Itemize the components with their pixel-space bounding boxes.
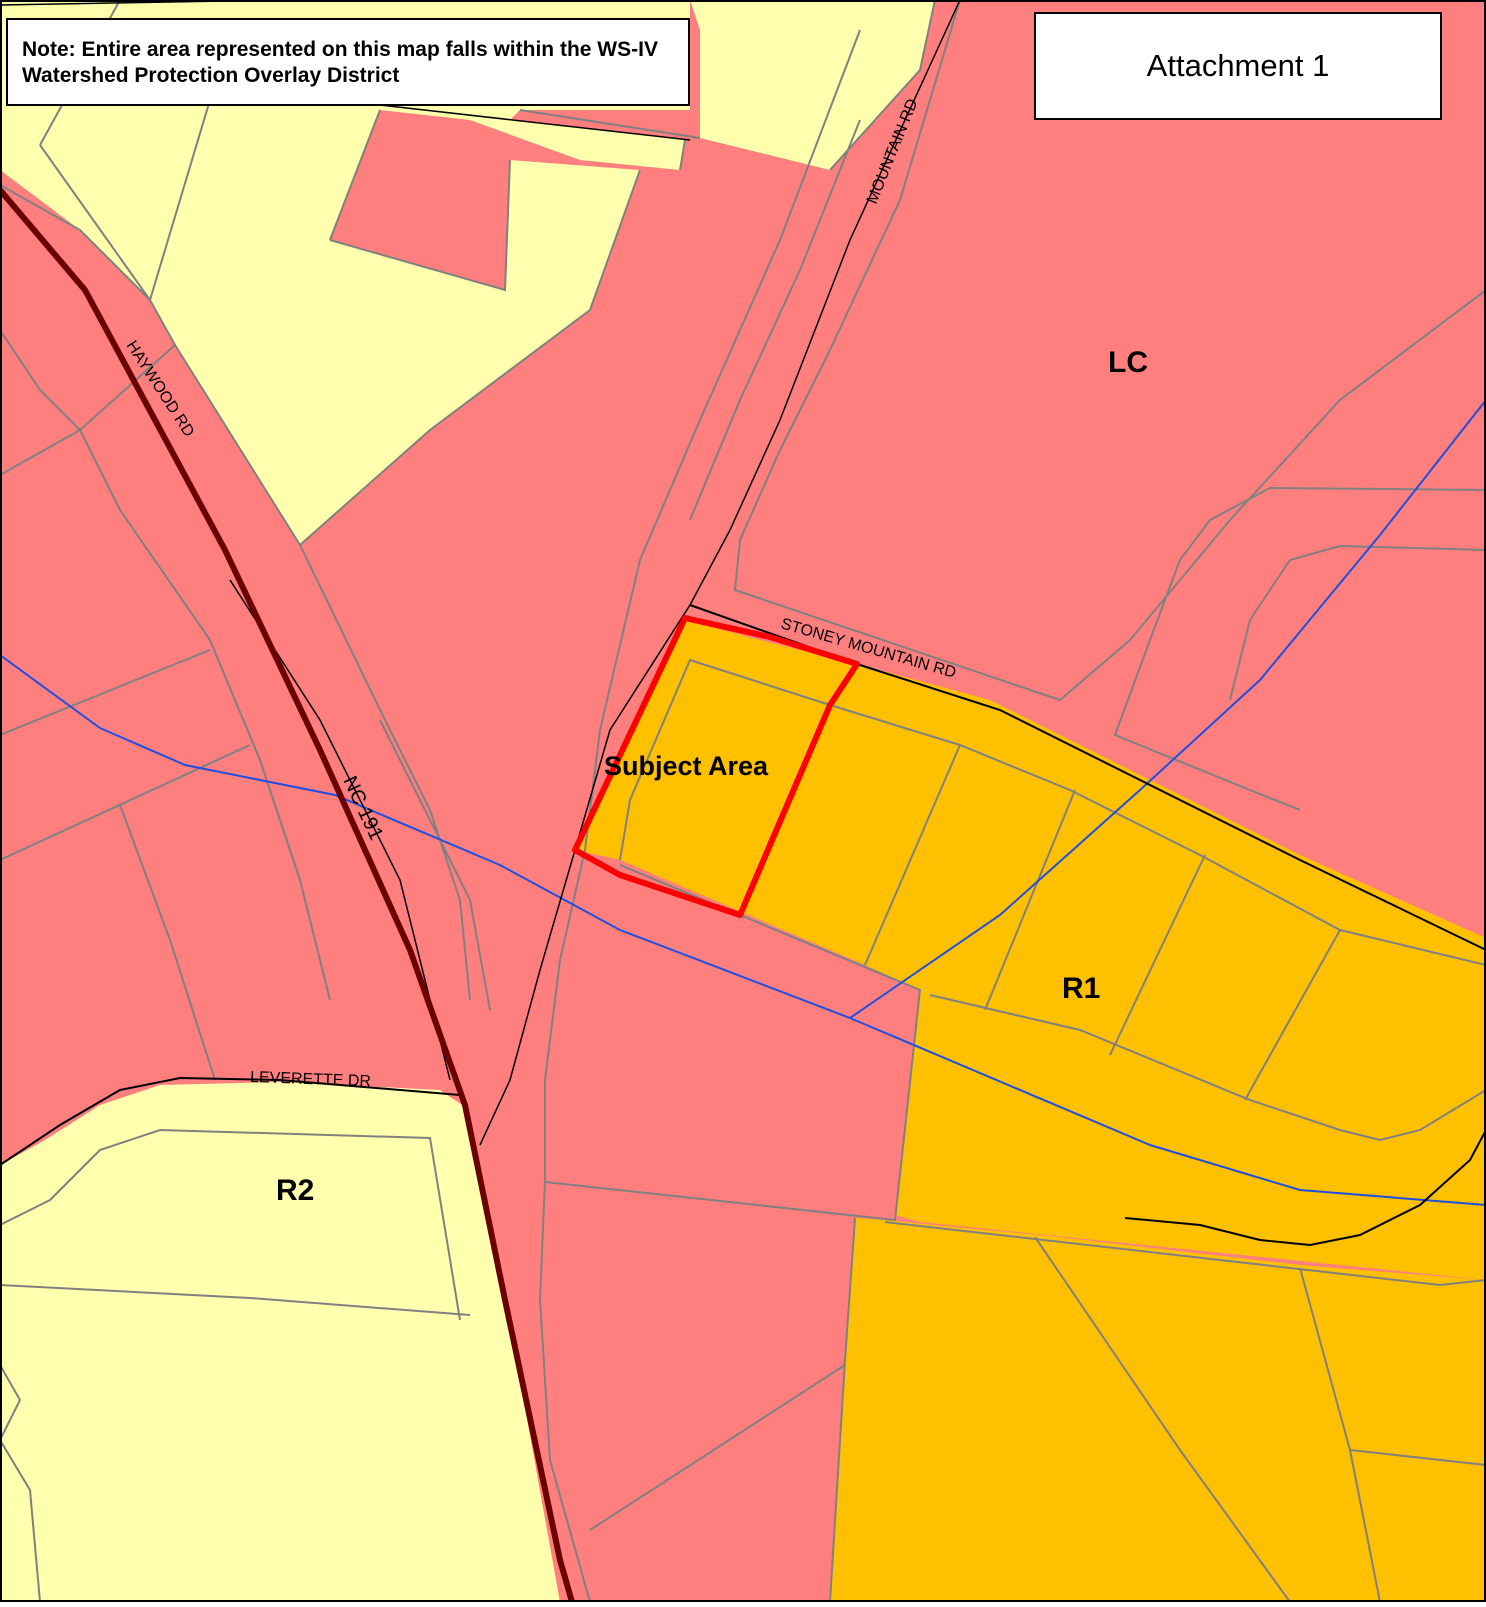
zone-label-lc: LC bbox=[1108, 346, 1148, 379]
zone-label-r2: R2 bbox=[276, 1174, 314, 1207]
zone-r2-bottom-area bbox=[0, 1082, 560, 1602]
zone-r1-south-area bbox=[845, 1218, 1486, 1602]
watershed-note: Note: Entire area represented on this ma… bbox=[6, 18, 690, 106]
road-label-leverette: LEVERETTE DR bbox=[250, 1069, 371, 1090]
nc191-highway bbox=[0, 188, 575, 1603]
zone-r2-top-area bbox=[0, 0, 935, 545]
zone-label-r1: R1 bbox=[1062, 972, 1100, 1005]
subject-area-label: Subject Area bbox=[604, 751, 769, 781]
subject-area-outline bbox=[572, 615, 860, 918]
attachment-label: Attachment 1 bbox=[1034, 12, 1442, 120]
stream-lines bbox=[0, 399, 1486, 1206]
